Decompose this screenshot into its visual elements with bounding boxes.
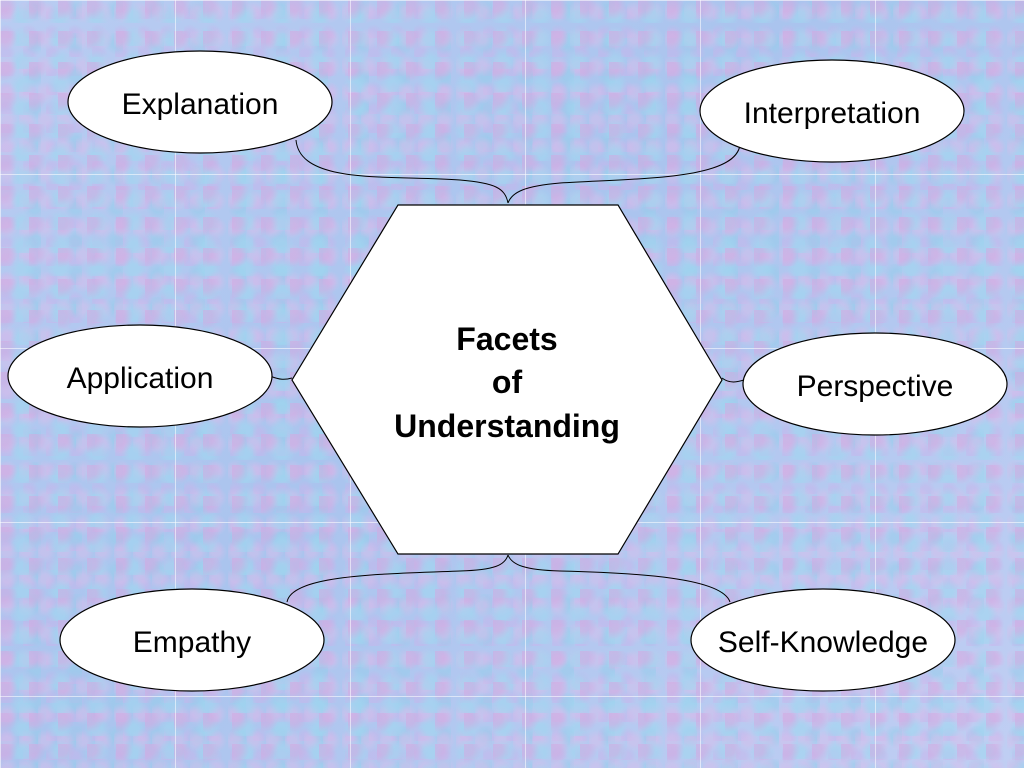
center-hexagon <box>291 204 723 555</box>
facet-explanation: Explanation <box>67 50 333 154</box>
facet-explanation-label: Explanation <box>122 88 279 121</box>
connector-interpretation <box>507 144 741 204</box>
facet-application: Application <box>7 324 273 428</box>
facet-empathy-ellipse <box>59 588 325 692</box>
facet-perspective-label: Perspective <box>797 370 954 403</box>
facet-explanation-ellipse <box>67 50 333 154</box>
facet-perspective: Perspective <box>742 332 1008 436</box>
facet-application-ellipse <box>7 324 273 428</box>
facet-empathy-label: Empathy <box>133 626 251 659</box>
connector-empathy <box>286 554 509 603</box>
facet-interpretation-ellipse <box>699 59 965 163</box>
connector-perspective <box>721 377 745 383</box>
center-title-line2: of <box>492 364 523 400</box>
facet-empathy: Empathy <box>59 588 325 692</box>
facet-interpretation: Interpretation <box>699 59 965 163</box>
center-title-line3: Understanding <box>394 408 620 444</box>
facet-self-knowledge-ellipse <box>690 588 956 692</box>
facet-self-knowledge: Self-Knowledge <box>690 588 956 692</box>
facet-perspective-ellipse <box>742 332 1008 436</box>
facet-application-label: Application <box>67 362 214 395</box>
connector-explanation <box>295 139 509 204</box>
connector-self-knowledge <box>507 554 731 603</box>
connector-application <box>269 375 293 380</box>
facet-interpretation-label: Interpretation <box>744 97 921 130</box>
facet-self-knowledge-label: Self-Knowledge <box>718 626 928 659</box>
center-title-line1: Facets <box>456 321 557 357</box>
